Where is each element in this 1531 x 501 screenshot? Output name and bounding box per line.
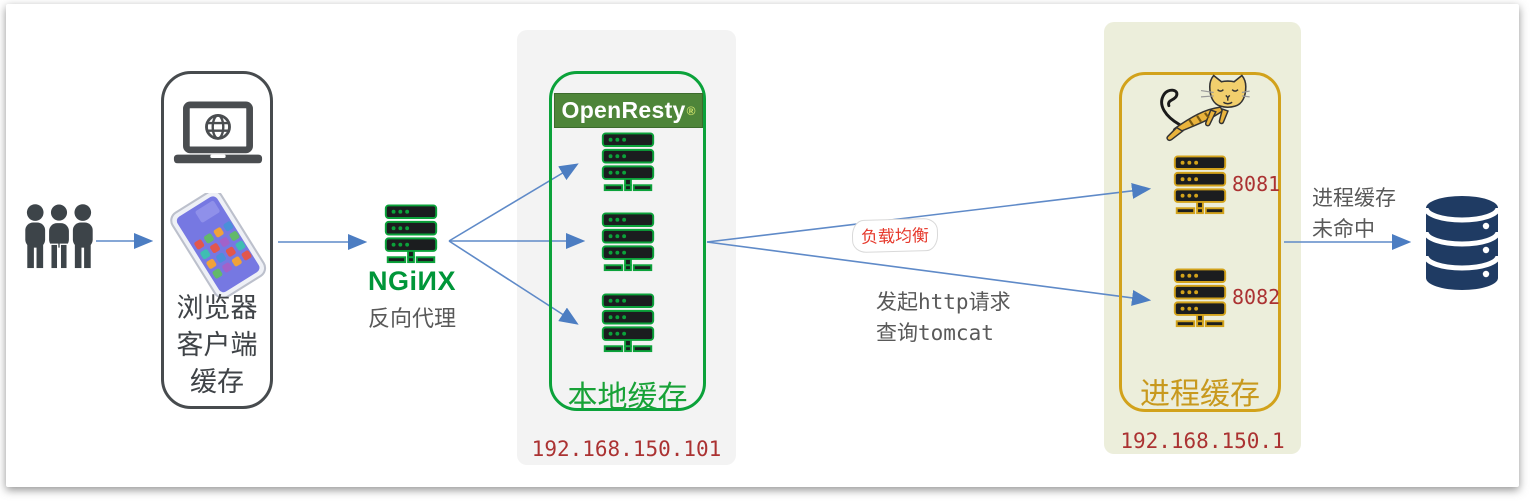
browser-label-line1: 浏览器 [176,293,258,323]
cache-miss-line1: 进程缓存 [1312,187,1396,210]
users-icon [25,203,93,270]
openresty-ip-address: 192.168.150.101 [531,437,722,461]
cat-head [1208,74,1247,109]
tomcat-port-1: 8081 [1232,172,1281,196]
process-cache-caption: 进程缓存 [1140,378,1260,411]
http-request-line1: 发起http请求 [876,290,1011,314]
smartphone-icon [170,193,267,297]
openresty-registered-mark: ® [686,103,696,118]
tomcat-server-icon-2 [1169,267,1231,329]
openresty-logo-banner: OpenResty® [554,93,703,128]
openresty-server-icon-2 [597,211,659,273]
openresty-server-icon-1 [597,131,659,193]
diagram-card: 浏览器 客户端 缓存 NGiИX 反向代理 OpenResty® 本地缓存 19… [6,4,1519,487]
database-cylinder-icon [1423,196,1501,290]
tomcat-cat-logo-icon [1160,74,1250,141]
nginx-caption: 反向代理 [367,306,456,331]
cache-miss-note: 进程缓存 未命中 [1312,183,1396,245]
tomcat-ip-address: 192.168.150.1 [1120,429,1285,453]
local-cache-caption: 本地缓存 [567,381,688,414]
laptop-globe-icon [173,101,263,164]
http-request-line2: 查询tomcat [876,321,994,345]
browser-label-line3: 缓存 [190,367,244,397]
cache-miss-line2: 未命中 [1312,218,1375,241]
openresty-server-icon-3 [597,292,659,354]
openresty-logo-text: OpenResty [561,97,686,123]
http-request-note: 发起http请求 查询tomcat [876,287,1011,349]
load-balance-label: 负载均衡 [851,217,939,254]
nginx-logo-wordmark: NGiИX [368,266,456,296]
browser-client-label: 浏览器 客户端 缓存 [161,290,273,401]
browser-label-line2: 客户端 [176,330,258,360]
nginx-server-icon [380,203,442,265]
cat-tail [1160,88,1182,127]
tomcat-port-2: 8082 [1232,285,1281,309]
tomcat-server-icon-1 [1169,154,1231,216]
